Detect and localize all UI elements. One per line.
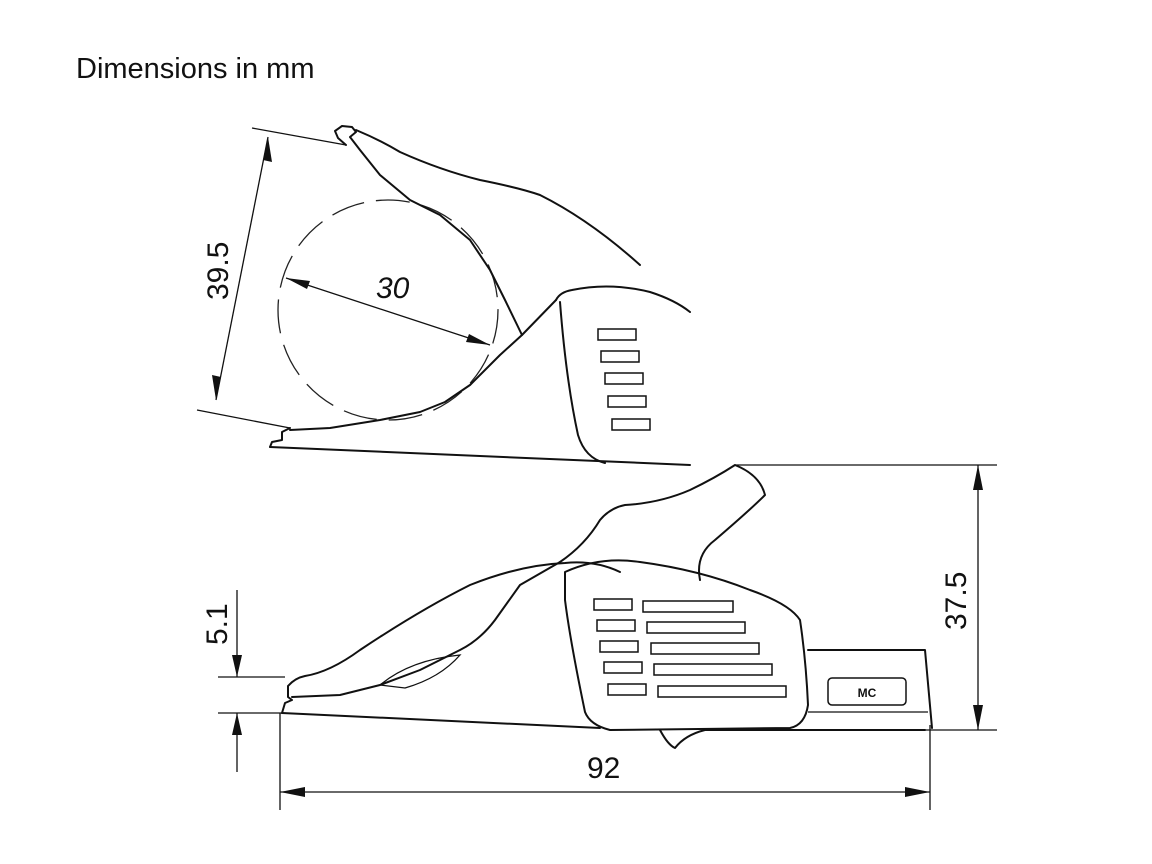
extension-line-bottom (196, 409, 291, 429)
arrowhead (212, 375, 221, 400)
grip-slot (642, 600, 734, 613)
arrowhead (232, 655, 242, 677)
dimension-label-39-5: 39.5 (202, 242, 235, 300)
grip-slot (646, 621, 746, 634)
grip-slot (597, 328, 637, 341)
dimension-arrow-39-5 (215, 136, 269, 401)
body-hump (555, 285, 691, 313)
grip-slot (604, 372, 644, 385)
mc-label-box (827, 677, 907, 706)
arrowhead (263, 137, 272, 162)
lower-jaw-inner (289, 299, 557, 431)
grip-slot (603, 661, 643, 674)
extension-line-top (251, 127, 347, 146)
lever (559, 464, 766, 581)
arrowhead (905, 787, 930, 797)
grip-slot (607, 683, 647, 696)
dimension-label-30: 30 (376, 272, 410, 305)
arrowhead (232, 713, 242, 735)
arrowhead (973, 705, 983, 730)
mc-label: MC (858, 686, 877, 700)
jaw-teeth (378, 654, 462, 689)
jaw-teeth-line (291, 561, 561, 698)
closed-clip-view: 37.5 5.1 92 MC (201, 464, 997, 810)
upper-jaw (281, 561, 621, 714)
grip-slot (650, 642, 760, 655)
grip-slot (600, 350, 640, 363)
arrowhead (280, 787, 305, 797)
grip-slot (657, 685, 787, 698)
bottom-nub (659, 729, 706, 749)
grip-slot (611, 418, 651, 431)
open-clip-view: 39.5 30 (196, 125, 691, 466)
grip-slot (653, 663, 773, 676)
cable-circle (277, 199, 499, 421)
grip-slot (596, 619, 636, 632)
dimension-label-5-1: 5.1 (201, 603, 234, 645)
arrowhead (973, 465, 983, 490)
body-edge (559, 301, 606, 464)
dimension-label-37-5: 37.5 (940, 572, 973, 630)
body-plate (564, 559, 809, 731)
grip-slot (593, 598, 633, 611)
plug-housing (807, 649, 933, 729)
drawing-title: Dimensions in mm (76, 53, 315, 85)
upper-jaw-inner (334, 125, 523, 336)
lower-jaw-base (281, 712, 601, 729)
grip-slot (599, 640, 639, 653)
dimension-label-92: 92 (587, 752, 620, 785)
grip-slot (607, 395, 647, 408)
dimension-arrow-30 (285, 277, 491, 346)
upper-jaw-outer (355, 129, 641, 266)
body-baseline (269, 446, 691, 466)
arrowhead (466, 334, 490, 345)
arrowhead (286, 278, 310, 289)
lower-jaw-tip (269, 427, 291, 448)
